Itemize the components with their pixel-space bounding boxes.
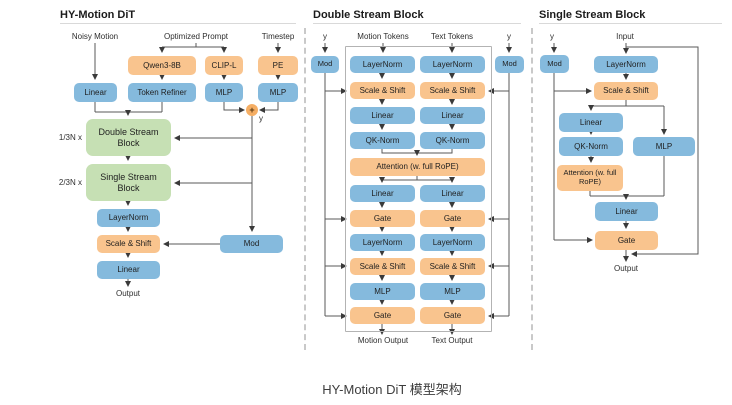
- y-label: y: [259, 114, 263, 123]
- middle-title-rule: [313, 23, 521, 24]
- timestep-label: Timestep: [261, 32, 295, 41]
- node-layernorm-final: LayerNorm: [97, 209, 160, 227]
- node-scale-shift-motion-1: Scale & Shift: [350, 82, 415, 99]
- node-qknorm-text: QK-Norm: [420, 132, 485, 149]
- node-scale-shift-final: Scale & Shift: [97, 235, 160, 253]
- left-panel-title: HY-Motion DiT: [60, 9, 136, 21]
- panel-separator: [304, 28, 306, 350]
- node-gate-single: Gate: [595, 231, 658, 250]
- node-linear-text-2: Linear: [420, 185, 485, 202]
- text-tokens-label: Text Tokens: [430, 32, 474, 41]
- node-mod-motion: Mod: [311, 56, 339, 73]
- node-linear-single-1: Linear: [559, 113, 623, 132]
- figure-caption: HY-Motion DiT 模型架构: [322, 382, 462, 397]
- node-mlp-single: MLP: [633, 137, 695, 156]
- node-single-stream-block: Single Stream Block: [86, 164, 171, 201]
- text-output-label: Text Output: [431, 336, 473, 345]
- output-label: Output: [115, 289, 141, 298]
- node-pe: PE: [258, 56, 298, 75]
- node-qwen3-8b: Qwen3-8B: [128, 56, 196, 75]
- node-double-stream-block: Double Stream Block: [86, 119, 171, 156]
- node-layernorm-text-1: LayerNorm: [420, 56, 485, 73]
- node-linear-single-2: Linear: [595, 202, 658, 221]
- ssb-multiplier-label: 2/3N x: [58, 178, 82, 187]
- sum-icon: +: [246, 104, 258, 116]
- node-gate-text-2: Gate: [420, 307, 485, 324]
- node-linear-input: Linear: [74, 83, 117, 102]
- left-title-rule: [60, 23, 296, 24]
- y-right-label: y: [507, 32, 511, 41]
- noisy-motion-label: Noisy Motion: [71, 32, 119, 41]
- panel-separator: [531, 28, 533, 350]
- node-linear-motion-1: Linear: [350, 107, 415, 124]
- node-scale-shift-motion-2: Scale & Shift: [350, 258, 415, 275]
- node-mlp-motion: MLP: [350, 283, 415, 300]
- motion-tokens-label: Motion Tokens: [357, 32, 409, 41]
- node-attention-single: Attention (w. full RoPE): [557, 165, 623, 191]
- middle-panel-title: Double Stream Block: [313, 9, 424, 21]
- node-scale-shift-text-2: Scale & Shift: [420, 258, 485, 275]
- node-layernorm-single: LayerNorm: [594, 56, 658, 73]
- residual-container: [345, 46, 492, 332]
- node-linear-text-1: Linear: [420, 107, 485, 124]
- input-label: Input: [616, 32, 634, 41]
- node-mod-left-panel: Mod: [220, 235, 283, 253]
- node-gate-text-1: Gate: [420, 210, 485, 227]
- node-layernorm-text-2: LayerNorm: [420, 234, 485, 251]
- dsb-multiplier-label: 1/3N x: [58, 133, 82, 142]
- node-attention-double: Attention (w. full RoPE): [350, 158, 485, 176]
- node-clip-l: CLIP-L: [205, 56, 243, 75]
- node-mod-single: Mod: [540, 55, 569, 73]
- node-gate-motion-2: Gate: [350, 307, 415, 324]
- right-panel-title: Single Stream Block: [539, 9, 646, 21]
- node-mod-text: Mod: [495, 56, 524, 73]
- right-title-rule: [539, 23, 722, 24]
- node-scale-shift-single: Scale & Shift: [594, 82, 658, 100]
- node-mlp-text: MLP: [420, 283, 485, 300]
- node-linear-output: Linear: [97, 261, 160, 279]
- node-qknorm-single: QK-Norm: [559, 137, 623, 156]
- y-left-label: y: [323, 32, 327, 41]
- node-gate-motion-1: Gate: [350, 210, 415, 227]
- node-linear-motion-2: Linear: [350, 185, 415, 202]
- node-mlp-pe: MLP: [258, 83, 298, 102]
- node-layernorm-motion-1: LayerNorm: [350, 56, 415, 73]
- node-layernorm-motion-2: LayerNorm: [350, 234, 415, 251]
- node-qknorm-motion: QK-Norm: [350, 132, 415, 149]
- motion-output-label: Motion Output: [357, 336, 409, 345]
- node-token-refiner: Token Refiner: [128, 83, 196, 102]
- node-mlp-clip: MLP: [205, 83, 243, 102]
- node-scale-shift-text-1: Scale & Shift: [420, 82, 485, 99]
- output-single-label: Output: [613, 264, 639, 273]
- y-single-label: y: [550, 32, 554, 41]
- optimized-prompt-label: Optimized Prompt: [163, 32, 229, 41]
